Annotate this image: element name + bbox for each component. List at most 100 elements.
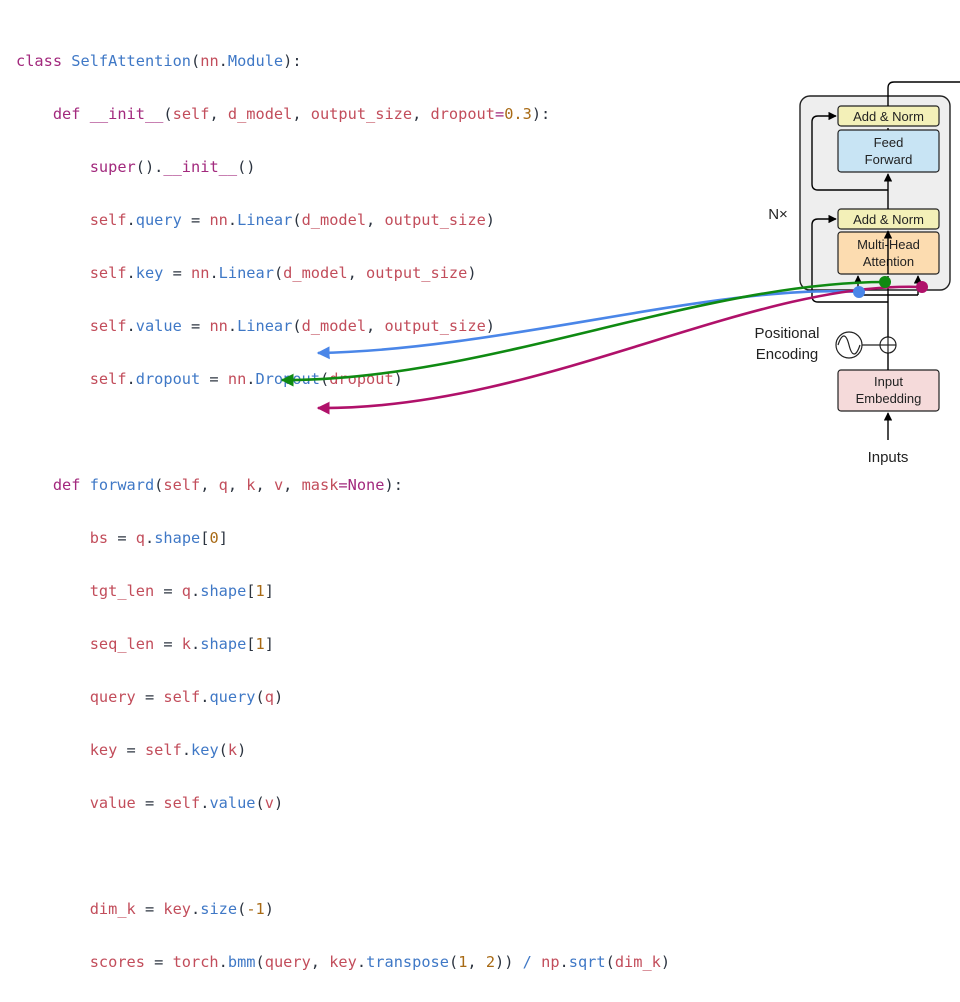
query-mapping-arrow (316, 289, 860, 360)
self-ref: self (89, 263, 127, 282)
residual-feedforward (811, 111, 888, 191)
param: self (172, 104, 210, 123)
class-name: Linear (237, 210, 293, 229)
punct: . (246, 369, 256, 388)
punct: ) (264, 899, 274, 918)
punct: ( (292, 316, 302, 335)
feed-forward-label-2: Forward (865, 152, 913, 167)
operator: / (513, 952, 542, 971)
number: 0.3 (504, 104, 532, 123)
encoder-output-line (887, 81, 960, 106)
punct: , (366, 210, 385, 229)
punct: . (200, 793, 210, 812)
operator: = (200, 369, 228, 388)
punct: ( (292, 210, 302, 229)
punct: ) (273, 687, 284, 706)
module-name: nn (209, 316, 228, 335)
variable: tgt_len (89, 581, 155, 600)
punct: ) (273, 793, 284, 812)
class-name: Linear (237, 316, 293, 335)
variable: key (89, 740, 118, 759)
method: value (209, 793, 256, 812)
add-norm-mid-label: Add & Norm (853, 212, 924, 227)
value-mapping-arrow (316, 285, 923, 415)
param: output_size (310, 104, 413, 123)
code-line-18: scores = torch.bmm(query, key.transpose(… (16, 949, 670, 976)
attribute: value (135, 316, 182, 335)
operator: = (144, 952, 173, 971)
class-name: SelfAttention (71, 51, 192, 70)
punct: ( (605, 952, 615, 971)
function-name: __init__ (89, 104, 164, 123)
keyword: class (16, 51, 63, 70)
residual-attention (811, 214, 888, 303)
argument: output_size (384, 316, 486, 335)
self-ref: self (89, 369, 127, 388)
module-name: nn (209, 210, 228, 229)
punct: [ (246, 634, 256, 653)
operator: = (135, 687, 164, 706)
punct: . (227, 316, 238, 335)
param: mask (301, 475, 339, 494)
punct: , (292, 104, 311, 123)
variable: key (163, 899, 192, 918)
argument: v (264, 793, 274, 812)
self-ref: self (163, 687, 201, 706)
param: k (246, 475, 256, 494)
method: sqrt (568, 952, 606, 971)
punct: ( (154, 475, 164, 494)
punct: . (200, 687, 210, 706)
punct: ): (531, 104, 551, 123)
punct: , (200, 475, 219, 494)
code-line-16 (16, 843, 670, 870)
query-dot (853, 286, 865, 298)
punct: , (347, 263, 367, 282)
number: 0 (209, 528, 219, 547)
number: 1 (255, 581, 265, 600)
punct: . (191, 634, 201, 653)
punct: , (227, 475, 247, 494)
transformer-diagram: N× Add & Norm Feed Forward Add & Norm Mu… (280, 81, 960, 466)
module-name: nn (191, 263, 210, 282)
code-line-11: tgt_len = q.shape[1] (16, 578, 670, 605)
punct: , (209, 104, 228, 123)
base-class: Module (227, 51, 284, 70)
attribute: key (135, 263, 164, 282)
code-line-12: seq_len = k.shape[1] (16, 631, 670, 658)
punct: (). (135, 157, 164, 176)
punct: ] (264, 581, 274, 600)
add-norm-top-label: Add & Norm (853, 109, 924, 124)
positional-encoding-label-1: Positional (754, 325, 819, 342)
punct: . (126, 210, 136, 229)
punct: , (366, 316, 385, 335)
variable: k (181, 634, 192, 653)
function-call: __init__ (163, 157, 238, 176)
function-name: forward (89, 475, 155, 494)
operator: = (135, 899, 164, 918)
punct: ) (237, 740, 247, 759)
module-name: nn (200, 51, 219, 70)
variable: key (329, 952, 357, 971)
punct: ( (448, 952, 459, 971)
punct: . (209, 263, 219, 282)
punct: ( (273, 263, 284, 282)
argument: q (264, 687, 274, 706)
code-line-13: query = self.query(q) (16, 684, 670, 711)
punct: [ (246, 581, 256, 600)
code-line-3: super().__init__() (16, 154, 670, 181)
variable: q (135, 528, 145, 547)
variable: dim_k (89, 899, 136, 918)
punct: . (218, 952, 228, 971)
punct: )) (495, 952, 514, 971)
param: dropout (430, 104, 495, 123)
sine-curve (837, 335, 861, 355)
punct: [ (200, 528, 210, 547)
operator: = (135, 793, 164, 812)
punct: ) (467, 263, 477, 282)
method: query (209, 687, 256, 706)
code-line-14: key = self.key(k) (16, 737, 670, 764)
argument: dim_k (614, 952, 661, 971)
argument: d_model (301, 316, 367, 335)
keyword: def (52, 104, 81, 123)
operator: = (117, 740, 145, 759)
